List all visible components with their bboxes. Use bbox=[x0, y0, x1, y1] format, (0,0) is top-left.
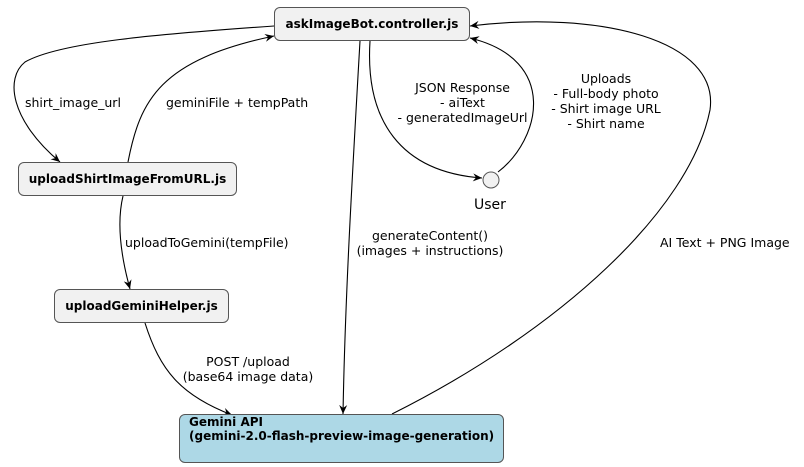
label-generate-content-line2: (images + instructions) bbox=[356, 243, 504, 258]
label-uploads-line4: - Shirt name bbox=[567, 116, 645, 131]
label-generate-content-line1: generateContent() bbox=[371, 228, 489, 243]
label-post-upload-line2: (base64 image data) bbox=[182, 369, 314, 384]
label-gemini-file: geminiFile + tempPath bbox=[166, 95, 309, 110]
edge-gemini-file bbox=[127, 33, 275, 163]
label-json-response-line3: - generatedImageUrl bbox=[397, 110, 528, 125]
user-actor-icon bbox=[482, 171, 500, 189]
upload-shirt-node[interactable]: uploadShirtImageFromURL.js bbox=[18, 162, 237, 196]
label-uploads-line3: - Shirt image URL bbox=[551, 101, 661, 116]
label-uploads-line1: Uploads bbox=[580, 71, 632, 86]
label-generate-content: generateContent() (images + instructions… bbox=[350, 228, 510, 258]
upload-shirt-node-label: uploadShirtImageFromURL.js bbox=[28, 172, 227, 186]
label-shirt-image-url: shirt_image_url bbox=[25, 95, 121, 110]
edge-upload-to-gemini bbox=[119, 195, 132, 290]
gemini-api-node-title: Gemini API bbox=[189, 415, 263, 429]
label-json-response: JSON Response - aiText - generatedImageU… bbox=[390, 80, 535, 125]
edge-json-response bbox=[368, 40, 483, 182]
label-json-response-line2: - aiText bbox=[440, 95, 485, 110]
edge-post-upload bbox=[144, 322, 233, 416]
label-post-upload: POST /upload (base64 image data) bbox=[178, 354, 318, 384]
controller-node[interactable]: askImageBot.controller.js bbox=[274, 7, 470, 41]
label-uploads-line2: - Full-body photo bbox=[553, 86, 659, 101]
upload-helper-node[interactable]: uploadGeminiHelper.js bbox=[54, 289, 229, 323]
gemini-api-node-model: (gemini-2.0-flash-preview-image-generati… bbox=[189, 429, 495, 443]
label-upload-to-gemini: uploadToGemini(tempFile) bbox=[125, 235, 289, 250]
label-uploads: Uploads - Full-body photo - Shirt image … bbox=[546, 71, 666, 131]
label-post-upload-line1: POST /upload bbox=[206, 354, 290, 369]
user-actor-label: User bbox=[474, 197, 506, 213]
edge-shirt-image-url bbox=[13, 25, 275, 163]
label-json-response-line1: JSON Response bbox=[415, 80, 510, 95]
label-ai-text: AI Text + PNG Image bbox=[660, 235, 790, 250]
edge-uploads bbox=[469, 36, 535, 173]
controller-node-label: askImageBot.controller.js bbox=[285, 17, 459, 31]
upload-helper-node-label: uploadGeminiHelper.js bbox=[65, 299, 218, 313]
gemini-api-node[interactable]: Gemini API (gemini-2.0-flash-preview-ima… bbox=[179, 414, 504, 463]
edge-generate-content bbox=[339, 40, 361, 415]
edge-ai-text bbox=[391, 20, 712, 415]
